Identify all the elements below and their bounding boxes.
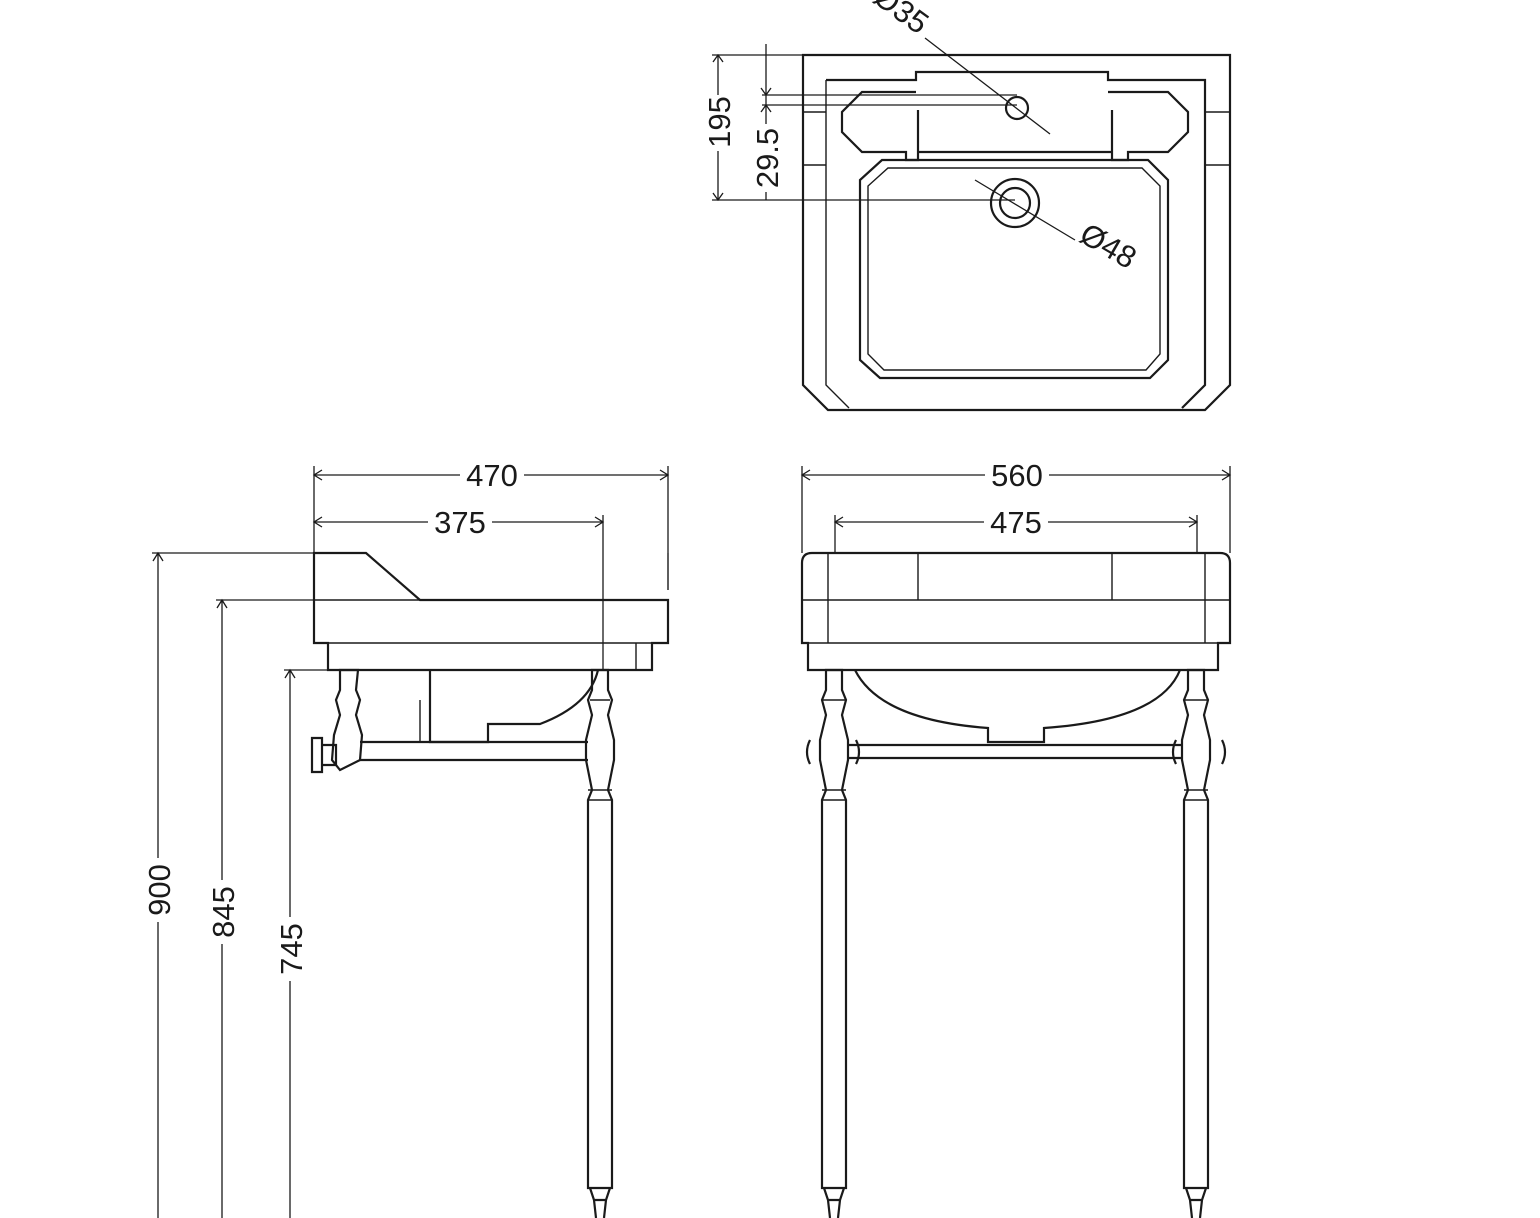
dim-900-line: [152, 551, 366, 1218]
top-view-bowl: [858, 158, 1170, 380]
side-leg-foot: [588, 1187, 612, 1218]
side-leg-upper: [584, 668, 616, 1190]
top-view-bowl-inner: [867, 167, 1161, 371]
side-waste: [419, 700, 430, 743]
top-view-deck-edges: [803, 80, 1230, 409]
side-back-bracket: [330, 668, 364, 772]
side-wall-mount: [310, 736, 338, 774]
front-towel-rail: [848, 743, 1182, 760]
dim-475-label: 475: [990, 505, 1042, 540]
tap-hole-leader: [924, 37, 1051, 135]
side-basin-body: [312, 551, 670, 672]
dimension-labels: 470 375 560 475 900 845 745 195 29.5 Ø35…: [142, 0, 1142, 981]
dim-900-label: 900: [142, 864, 177, 916]
dim-745-label: 745: [274, 923, 309, 975]
tap-hole-diameter-label: Ø35: [867, 0, 935, 41]
front-leg-left: [805, 668, 861, 1218]
dim-195-label: 195: [702, 96, 737, 148]
waste-diameter-label: Ø48: [1074, 216, 1142, 276]
front-leg-right: [1171, 668, 1227, 1218]
top-depth-extensions: [712, 54, 1017, 201]
side-bowl-underside: [428, 669, 600, 744]
waste-outlet-outer: [989, 177, 1041, 229]
side-basin-lines: [314, 553, 669, 670]
front-basin-body: [800, 551, 1232, 672]
tap-hole: [1004, 95, 1030, 121]
side-towel-rail: [360, 740, 588, 762]
top-view-outer-outline: [801, 53, 1232, 412]
side-leg-rings: [588, 699, 612, 1189]
dim-29-5-label: 29.5: [750, 128, 785, 188]
dim-470-label: 470: [466, 458, 518, 493]
front-view: [800, 551, 1232, 1218]
dim-375-label: 375: [434, 505, 486, 540]
dim-845-label: 845: [206, 886, 241, 938]
top-view: [712, 37, 1232, 412]
top-view-rim: [826, 70, 1207, 409]
side-view: [310, 551, 670, 1218]
front-bowl: [854, 669, 1182, 744]
top-view-tap-deck-right: [1108, 90, 1190, 162]
front-basin-lines: [802, 553, 1230, 644]
top-view-tap-deck-left: [840, 90, 920, 162]
dimension-lines: [152, 466, 1232, 1218]
waste-outlet-inner: [998, 186, 1032, 220]
dim-560-label: 560: [991, 458, 1043, 493]
waste-leader: [974, 179, 1076, 241]
